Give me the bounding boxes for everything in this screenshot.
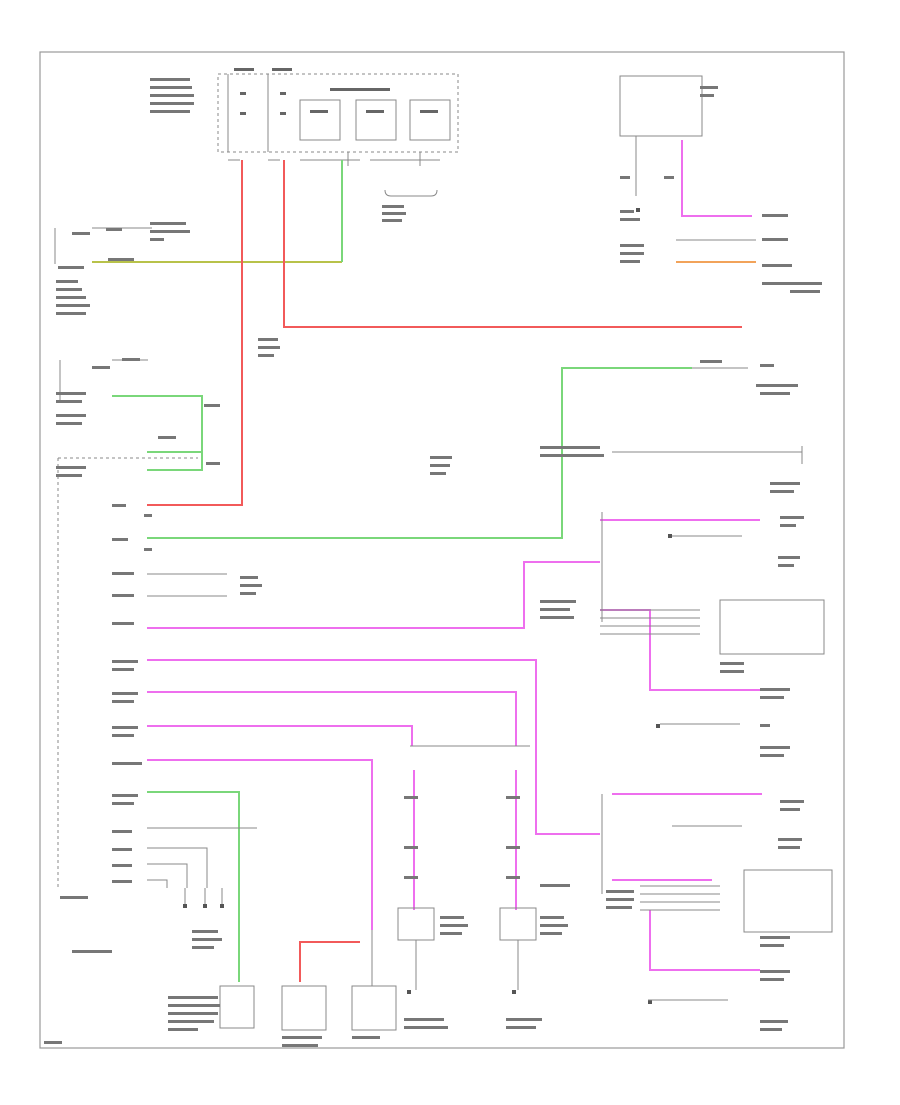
top-block-label-marks [150, 78, 406, 222]
distribution-block [217, 68, 459, 197]
switch-input-loop [56, 338, 280, 471]
data-bus-lines [147, 519, 762, 971]
power-wire-1 [147, 160, 243, 506]
left-sensor [54, 222, 342, 315]
instrument-cluster-module [56, 457, 198, 953]
ground-dots [183, 534, 672, 1004]
cluster-gray-leads [147, 573, 262, 906]
diagram-frame [39, 51, 845, 1049]
top-right-module [619, 75, 822, 293]
lower-switch-assemblies [44, 745, 568, 1047]
cluster-green-ground [147, 791, 240, 982]
power-wire-2 [283, 160, 742, 328]
right-driver-door-module [430, 360, 825, 699]
power-wire-lower [299, 941, 360, 982]
cluster-green-line [147, 367, 692, 539]
right-passenger-door-module [540, 723, 833, 1031]
